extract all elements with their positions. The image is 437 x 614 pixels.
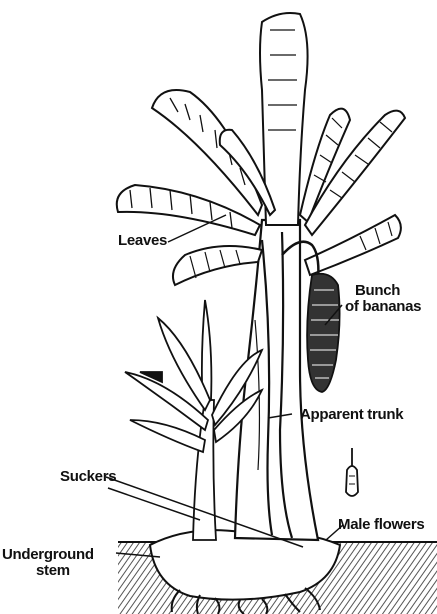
label-stem: stem (36, 562, 70, 579)
label-underground: Underground (2, 546, 94, 563)
male-flowers (346, 448, 358, 496)
label-of-bananas: of bananas (345, 298, 421, 315)
label-bunch: Bunch (355, 282, 400, 299)
label-suckers: Suckers (60, 468, 116, 485)
label-apparent-trunk: Apparent trunk (300, 406, 403, 423)
label-leaves: Leaves (118, 232, 167, 249)
label-male-flowers: Male flowers (338, 516, 424, 533)
